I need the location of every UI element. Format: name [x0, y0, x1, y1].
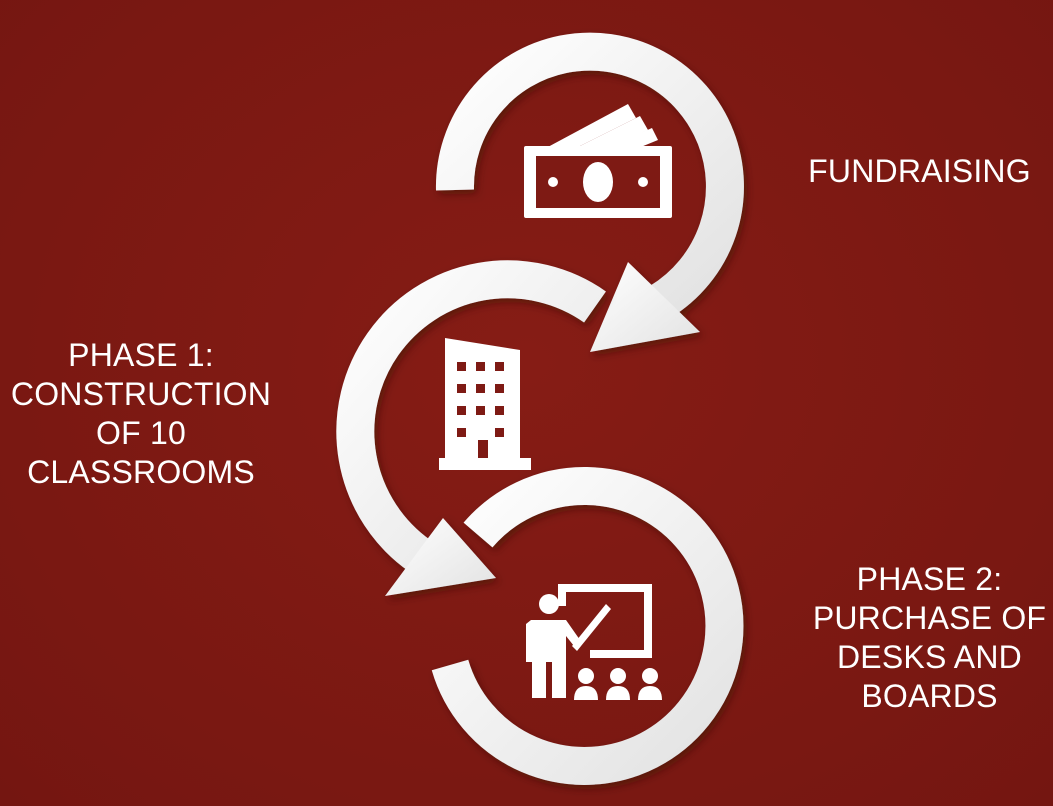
building-icon	[439, 338, 531, 470]
arrow-loop-phase1	[336, 260, 606, 596]
stage-label-fundraising: FUNDRAISING	[808, 153, 1031, 189]
stage-label-phase1: PHASE 1: CONSTRUCTION OF 10 CLASSROOMS	[10, 337, 272, 490]
arrow-loop-phase2	[431, 466, 744, 785]
arrow-loop-fundraising	[435, 32, 744, 352]
money-icon	[524, 104, 672, 218]
stage-label-phase2: PHASE 2: PURCHASE OF DESKS AND BOARDS	[812, 561, 1047, 714]
teacher-classroom-icon	[526, 584, 662, 700]
